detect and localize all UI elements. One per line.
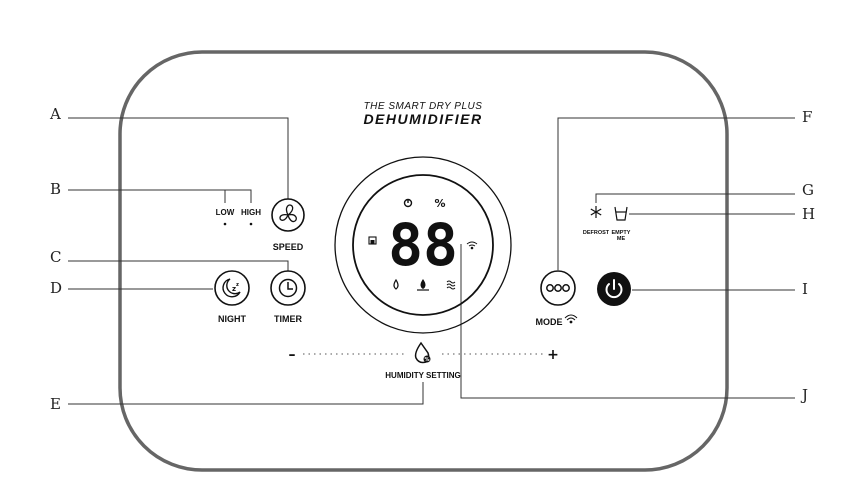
callout-line-a <box>68 117 289 200</box>
bucket-indicator-icon <box>368 236 377 245</box>
callout-lines <box>68 117 795 405</box>
humidity-drop-icon[interactable]: % <box>414 341 431 364</box>
callout-letter: G <box>802 181 814 199</box>
humidity-setting-label: HUMIDITY SETTING <box>385 371 460 380</box>
mode-label: MODE <box>536 317 563 327</box>
callout-letter: I <box>802 280 808 298</box>
callout-line-b <box>68 189 252 203</box>
humidity-decrease-button[interactable]: – <box>289 347 296 363</box>
timer-indicator-icon <box>403 198 413 208</box>
brand-tagline: THE SMART DRY PLUS <box>364 101 483 112</box>
callout-letter: J <box>800 386 808 404</box>
callout-line-g <box>595 193 795 203</box>
low-label: LOW <box>216 208 235 217</box>
callout-letter: B <box>50 180 61 198</box>
snowflake-icon <box>590 206 602 218</box>
wifi-indicator-icon <box>466 241 478 250</box>
callout-letter: A <box>49 105 61 123</box>
low-indicator-dot <box>223 222 227 226</box>
callout-line-j <box>460 244 795 399</box>
drop-indicator-icon <box>393 278 399 290</box>
defrost-label: DEFROST <box>583 230 610 236</box>
callout-letter: D <box>50 279 62 297</box>
callout-letter: H <box>802 205 815 223</box>
speed-button[interactable] <box>271 198 305 232</box>
power-button[interactable] <box>597 272 631 306</box>
speed-label: SPEED <box>273 242 304 252</box>
callout-letter: E <box>50 395 61 413</box>
callout-line-e <box>68 382 424 405</box>
timer-button[interactable] <box>270 270 306 306</box>
power-icon <box>605 279 623 299</box>
percent-symbol: % <box>434 197 445 210</box>
empty-label-line2: ME <box>617 236 626 242</box>
mode-button[interactable] <box>540 270 576 306</box>
brand-product: DEHUMIDIFIER <box>363 111 482 127</box>
timer-label: TIMER <box>274 314 302 324</box>
moon-sleep-icon: z z <box>222 278 241 298</box>
high-label: HIGH <box>241 208 261 217</box>
humidity-increase-button[interactable]: + <box>547 347 559 363</box>
night-button[interactable]: z z <box>214 270 250 306</box>
clock-icon <box>278 278 298 298</box>
auto-dry-indicator-icon <box>417 279 429 291</box>
fan-icon <box>279 204 297 223</box>
callout-line-f <box>557 117 795 270</box>
callout-letter: F <box>802 108 812 126</box>
wifi-icon <box>564 314 578 324</box>
empty-label-line1: EMPTY <box>612 230 631 236</box>
callout-letter: C <box>50 248 61 266</box>
svg-text:z: z <box>232 285 236 293</box>
svg-text:z: z <box>236 282 239 288</box>
svg-text:%: % <box>424 357 429 363</box>
bucket-icon <box>614 206 628 221</box>
three-circles-icon <box>546 284 570 292</box>
callout-line-c <box>68 260 289 271</box>
high-indicator-dot <box>249 222 253 226</box>
laundry-indicator-icon <box>446 280 456 290</box>
display-ring <box>334 156 512 334</box>
humidity-digits: 88 <box>388 211 458 279</box>
night-label: NIGHT <box>218 314 247 324</box>
